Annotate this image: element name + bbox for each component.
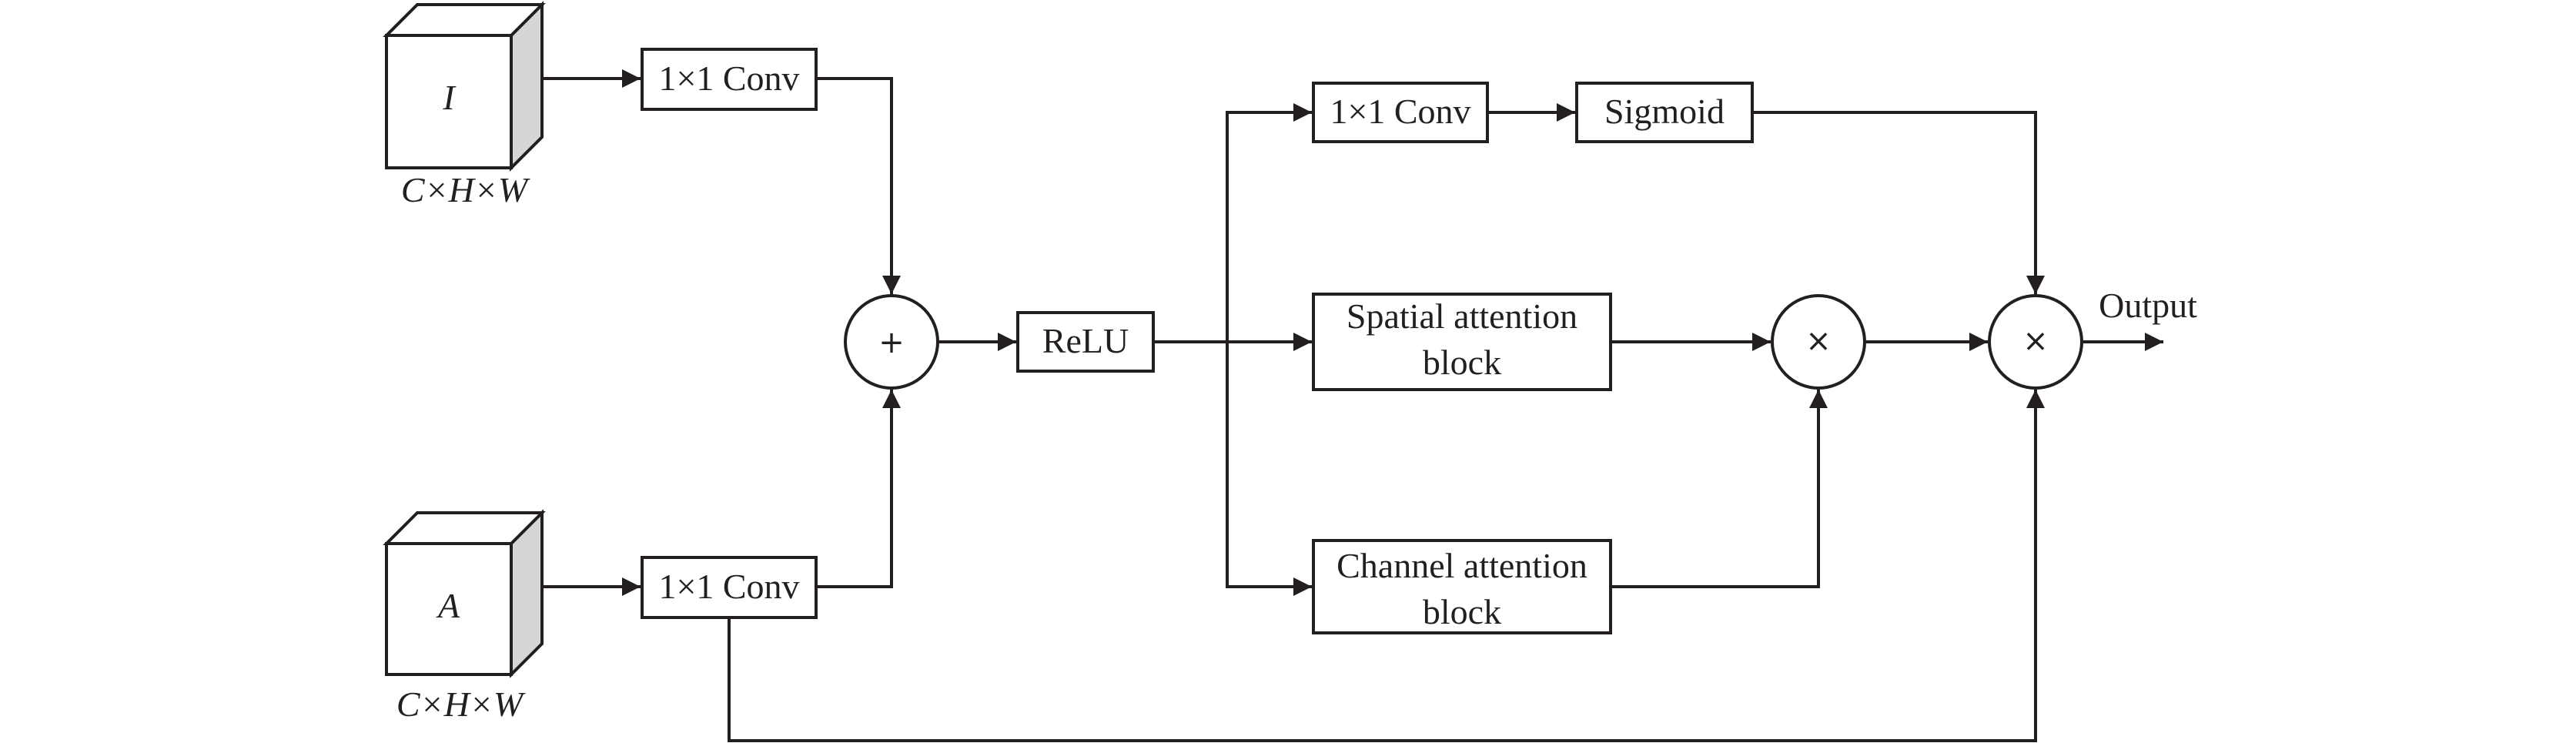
- conv-i-label: 1×1 Conv: [658, 59, 799, 98]
- input-cube-i: I: [383, 1, 546, 172]
- input-i-symbol: I: [442, 78, 457, 117]
- channel-attention-line2: block: [1423, 592, 1501, 631]
- channel-attention-line1: Channel attention: [1337, 546, 1587, 585]
- arrow-relu-to-conv-top: [1226, 103, 1312, 342]
- conv-i-block: 1×1 Conv: [641, 48, 818, 111]
- arrow-channel-to-multiply-inner: [1611, 390, 1828, 588]
- channel-attention-block: Channel attention block: [1312, 539, 1612, 634]
- add-symbol: +: [878, 325, 905, 360]
- spatial-attention-block: Spatial attention block: [1312, 293, 1612, 391]
- input-a-dims: C×H×W: [396, 684, 526, 724]
- relu-label: ReLU: [1042, 321, 1129, 360]
- multiply-operator-inner: ×: [1771, 294, 1866, 390]
- input-cube-a: A: [383, 509, 546, 678]
- conv-a-label: 1×1 Conv: [658, 567, 799, 606]
- add-operator: +: [844, 294, 939, 390]
- arrow-relu-to-channel: [1226, 342, 1312, 596]
- conv-top-label: 1×1 Conv: [1330, 92, 1470, 131]
- relu-block: ReLU: [1016, 311, 1155, 373]
- spatial-attention-line2: block: [1423, 343, 1501, 382]
- arrow-conv-i-to-add: [816, 77, 901, 294]
- sigmoid-block: Sigmoid: [1575, 82, 1754, 143]
- multiply-outer-symbol: ×: [2022, 323, 2049, 359]
- sigmoid-label: Sigmoid: [1604, 92, 1725, 131]
- connectors: [542, 69, 2163, 742]
- output-label: Output: [2099, 286, 2197, 325]
- input-i-dims: C×H×W: [401, 170, 530, 209]
- conv-a-block: 1×1 Conv: [641, 556, 818, 619]
- arrow-sigmoid-to-multiply-outer: [1752, 111, 2045, 294]
- input-a-symbol: A: [436, 586, 460, 625]
- multiply-operator-outer: ×: [1988, 294, 2083, 390]
- conv-top-block: 1×1 Conv: [1312, 82, 1489, 143]
- arrow-skip-to-multiply-outer: [728, 390, 2045, 742]
- arrow-conv-a-to-add: [816, 390, 901, 588]
- spatial-attention-line1: Spatial attention: [1347, 296, 1577, 336]
- multiply-inner-symbol: ×: [1805, 323, 1832, 359]
